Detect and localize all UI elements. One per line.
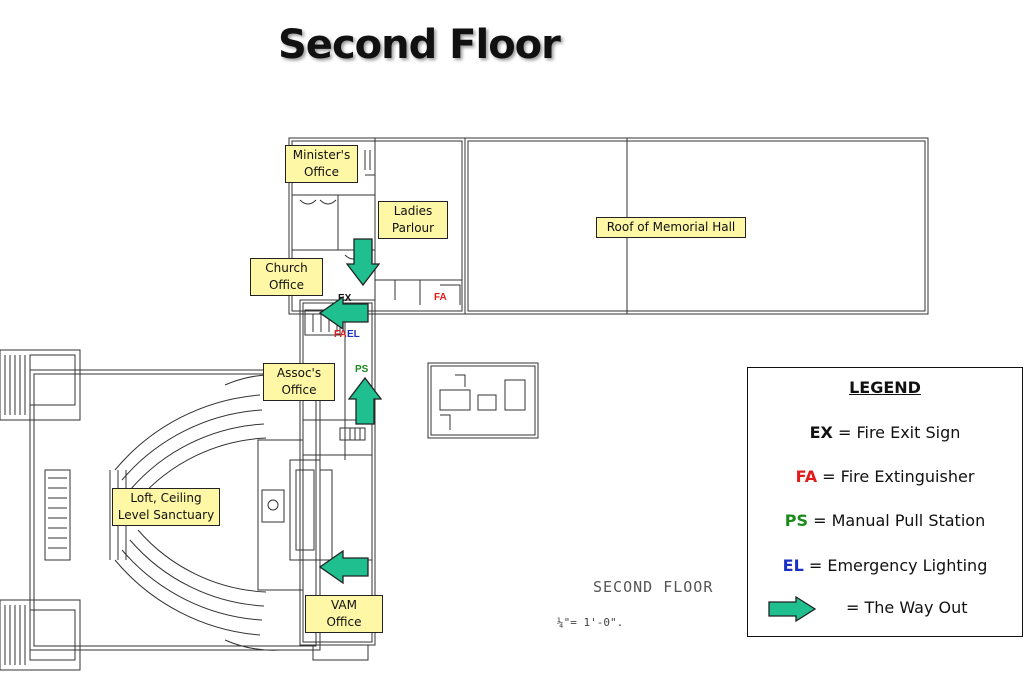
drawing-scale: ¼"= 1'-0". bbox=[557, 616, 624, 629]
sanctuary bbox=[0, 349, 333, 671]
room-label-ladies-parlour: Ladies Parlour bbox=[378, 201, 448, 239]
legend-item-way-out: = The Way Out bbox=[846, 598, 968, 617]
marker-fire-extinguisher-parlour: FA bbox=[434, 292, 447, 303]
legend-box: LEGEND EX = Fire Exit Sign FA = Fire Ext… bbox=[747, 367, 1023, 637]
legend-item-pull-station: PS = Manual Pull Station bbox=[784, 511, 986, 530]
room-label-assocs-office: Assoc's Office bbox=[263, 363, 335, 401]
legend-arrow-icon bbox=[768, 596, 816, 622]
kitchen-block bbox=[427, 362, 539, 439]
way-out-arrow-left-upper bbox=[319, 296, 369, 330]
room-label-vam-office: VAM Office bbox=[305, 595, 383, 633]
marker-exit-sign: EX bbox=[338, 293, 352, 304]
room-label-ministers-office: Minister's Office bbox=[285, 145, 358, 183]
legend-item-fire-extinguisher: FA = Fire Extinguisher bbox=[795, 467, 975, 486]
legend-title: LEGEND bbox=[849, 378, 921, 397]
way-out-arrow-up bbox=[348, 377, 382, 425]
marker-fire-extinguisher-stair: FA bbox=[334, 329, 347, 340]
upper-wing bbox=[288, 137, 466, 315]
way-out-arrow-left-lower bbox=[319, 550, 369, 584]
marker-emergency-lighting: EL bbox=[347, 329, 360, 340]
way-out-arrow-down bbox=[346, 238, 380, 286]
legend-item-emergency-lighting: EL = Emergency Lighting bbox=[782, 556, 988, 575]
drawing-title: SECOND FLOOR bbox=[593, 578, 714, 596]
room-label-loft-sanctuary: Loft, Ceiling Level Sanctuary bbox=[112, 488, 220, 526]
room-label-roof-memorial-hall: Roof of Memorial Hall bbox=[596, 217, 746, 238]
room-label-church-office: Church Office bbox=[250, 258, 323, 296]
legend-item-exit-sign: EX = Fire Exit Sign bbox=[809, 423, 961, 442]
marker-pull-station: PS bbox=[355, 364, 369, 375]
page-title: Second Floor bbox=[278, 22, 561, 68]
